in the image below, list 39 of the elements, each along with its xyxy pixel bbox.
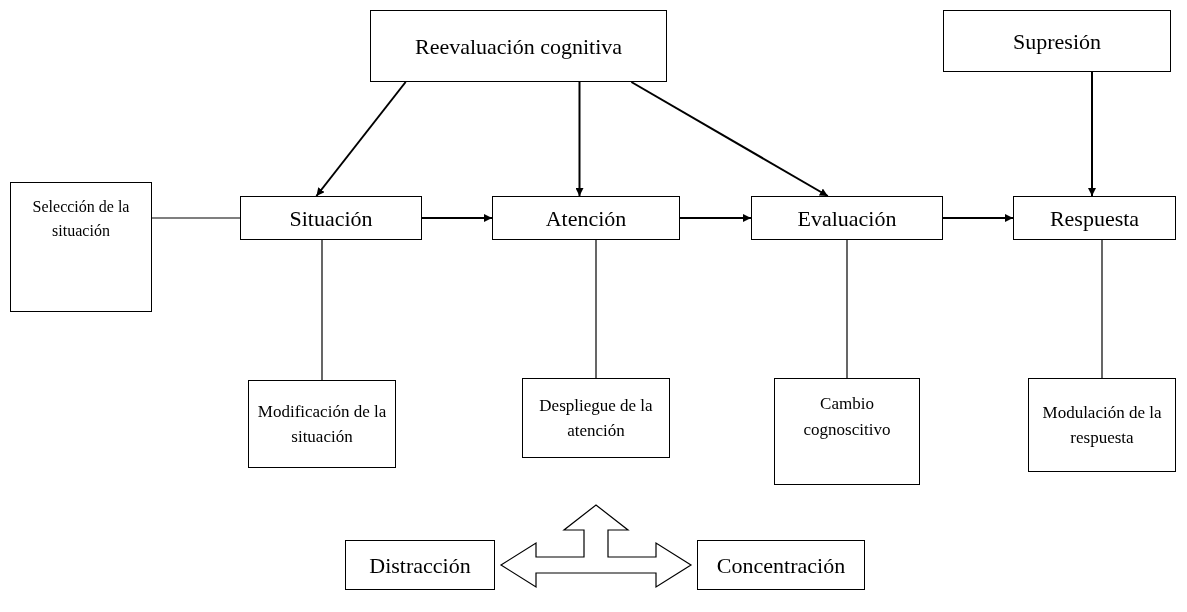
box-label: Respuesta [1049,204,1140,233]
connector-line [846,239,848,379]
process-box [370,10,667,82]
arrow [421,214,493,222]
connector-line [1101,239,1103,379]
arrow [315,81,407,197]
box-label: Concentración [716,551,846,580]
box-label: Situación [289,204,373,233]
box-label: Atención [545,204,627,233]
process-box [943,10,1171,72]
box-label: Selección de la situación [31,197,131,241]
process-box [1028,378,1176,472]
box-label: Despliegue de la atención [538,394,654,442]
arrow [942,214,1014,222]
process-box [697,540,865,590]
arrow [679,214,752,222]
box-label: Cambio cognoscitivo [802,393,892,441]
hollow-block-arrow [499,504,693,589]
box-label: Reevaluación cognitiva [414,32,623,61]
connector-line [151,217,241,219]
process-box [240,196,422,240]
box-label: Supresión [1013,27,1101,56]
box-label: Modulación de la respuesta [1041,401,1163,449]
box-label: Modificación de la situación [256,400,388,448]
process-box [248,380,396,468]
process-box [1013,196,1176,240]
box-label: Evaluación [797,204,897,233]
arrow [630,81,829,197]
process-box [774,378,920,485]
connector-line [321,239,323,381]
process-box [751,196,943,240]
process-box [522,378,670,458]
process-box [345,540,495,590]
process-box [10,182,152,312]
arrow [575,81,584,197]
process-box [492,196,680,240]
connector-line [595,239,597,379]
box-label: Distracción [369,551,471,580]
arrow [1088,71,1096,197]
